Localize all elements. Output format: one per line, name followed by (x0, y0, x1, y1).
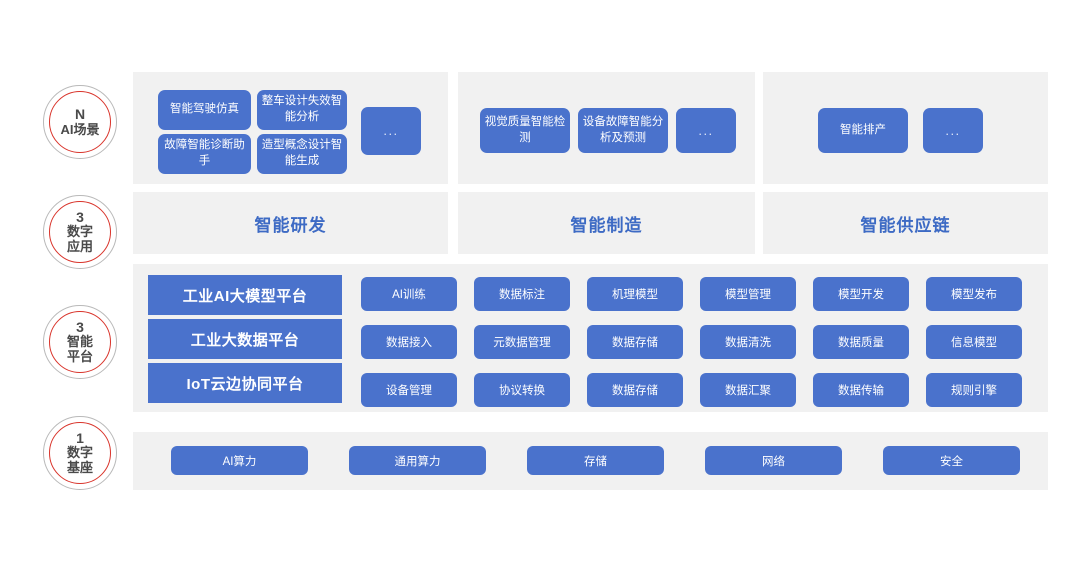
application-band-rd[interactable]: 智能研发 (133, 192, 448, 254)
foundation-chip[interactable]: 网络 (705, 446, 842, 475)
axis-label-caption-line1: 数字 (66, 224, 93, 240)
platform-row-label-iot[interactable]: IoT云边协同平台 (148, 363, 342, 403)
platform-capability-chip[interactable]: 协议转换 (474, 373, 570, 407)
platform-capability-chip[interactable]: 数据汇聚 (700, 373, 796, 407)
axis-label-digital-foundation: 1 数字 基座 (43, 416, 117, 490)
scene-chip-more[interactable]: ... (923, 108, 983, 153)
application-band-label: 智能供应链 (860, 215, 951, 235)
application-band-supplychain[interactable]: 智能供应链 (763, 192, 1048, 254)
platform-capability-chip[interactable]: 数据存储 (587, 325, 683, 359)
scene-chip[interactable]: 造型概念设计智能生成 (257, 134, 347, 174)
platform-label-text: 工业大数据平台 (190, 331, 300, 349)
axis-label-caption-line2: 基座 (66, 459, 93, 475)
foundation-chip[interactable]: AI算力 (171, 446, 308, 475)
scene-chip-more[interactable]: ... (676, 108, 736, 153)
platform-row-label-ai-model[interactable]: 工业AI大模型平台 (148, 275, 342, 315)
axis-label-digital-application: 3 数字 应用 (43, 195, 117, 269)
platform-capability-chip[interactable]: 数据清洗 (700, 325, 796, 359)
scene-chip[interactable]: 整车设计失效智能分析 (257, 90, 347, 130)
platform-capability-chip[interactable]: 数据质量 (813, 325, 909, 359)
scene-chip[interactable]: 视觉质量智能检测 (480, 108, 570, 153)
platform-capability-chip[interactable]: AI训练 (361, 277, 457, 311)
application-band-label: 智能研发 (254, 215, 327, 235)
axis-label-number: 3 (76, 208, 84, 225)
platform-capability-chip[interactable]: 数据传输 (813, 373, 909, 407)
platform-capability-chip[interactable]: 机理模型 (587, 277, 683, 311)
axis-label-caption-line2: 应用 (66, 238, 93, 254)
platform-capability-chip[interactable]: 元数据管理 (474, 325, 570, 359)
scene-group-supplychain-panel: 智能排产 ... (763, 72, 1048, 184)
scene-chip[interactable]: 设备故障智能分析及预测 (578, 108, 668, 153)
scene-chip[interactable]: 智能排产 (818, 108, 908, 153)
platform-capability-chip[interactable]: 规则引擎 (926, 373, 1022, 407)
axis-label-caption-line2: 平台 (66, 348, 93, 364)
axis-label-caption-line1: 智能 (66, 334, 93, 350)
axis-label-number: 3 (76, 318, 84, 335)
axis-label-intelligent-platform: 3 智能 平台 (43, 305, 117, 379)
scene-group-manufacturing-panel: 视觉质量智能检测 设备故障智能分析及预测 ... (458, 72, 755, 184)
axis-label-number: N (74, 105, 86, 122)
scene-chip[interactable]: 智能驾驶仿真 (158, 90, 251, 130)
application-band-label: 智能制造 (570, 215, 643, 235)
foundation-layer-panel: AI算力 通用算力 存储 网络 安全 (133, 432, 1048, 490)
axis-label-ai-scene: N AI场景 (43, 85, 117, 159)
platform-capability-chip[interactable]: 信息模型 (926, 325, 1022, 359)
axis-label-caption-line1: 数字 (66, 445, 93, 461)
platform-row-label-big-data[interactable]: 工业大数据平台 (148, 319, 342, 359)
platform-capability-chip[interactable]: 数据存储 (587, 373, 683, 407)
axis-label-number: 1 (76, 429, 84, 446)
platform-capability-chip[interactable]: 数据标注 (474, 277, 570, 311)
platform-capability-chip[interactable]: 模型发布 (926, 277, 1022, 311)
application-band-manufacturing[interactable]: 智能制造 (458, 192, 755, 254)
platform-capability-chip[interactable]: 模型开发 (813, 277, 909, 311)
axis-label-caption: AI场景 (60, 121, 100, 137)
platform-layer-panel: 工业AI大模型平台 AI训练 数据标注 机理模型 模型管理 模型开发 模型发布 … (133, 264, 1048, 412)
foundation-chip[interactable]: 通用算力 (349, 446, 486, 475)
scene-chip-more[interactable]: ... (361, 107, 421, 155)
foundation-chip[interactable]: 存储 (527, 446, 664, 475)
platform-label-text: 工业AI大模型平台 (182, 287, 308, 305)
foundation-chip[interactable]: 安全 (883, 446, 1020, 475)
platform-capability-chip[interactable]: 设备管理 (361, 373, 457, 407)
platform-capability-chip[interactable]: 模型管理 (700, 277, 796, 311)
platform-label-text: IoT云边协同平台 (186, 375, 304, 393)
scene-group-rd-panel: 智能驾驶仿真 整车设计失效智能分析 故障智能诊断助手 造型概念设计智能生成 ..… (133, 72, 448, 184)
platform-capability-chip[interactable]: 数据接入 (361, 325, 457, 359)
scene-chip[interactable]: 故障智能诊断助手 (158, 134, 251, 174)
